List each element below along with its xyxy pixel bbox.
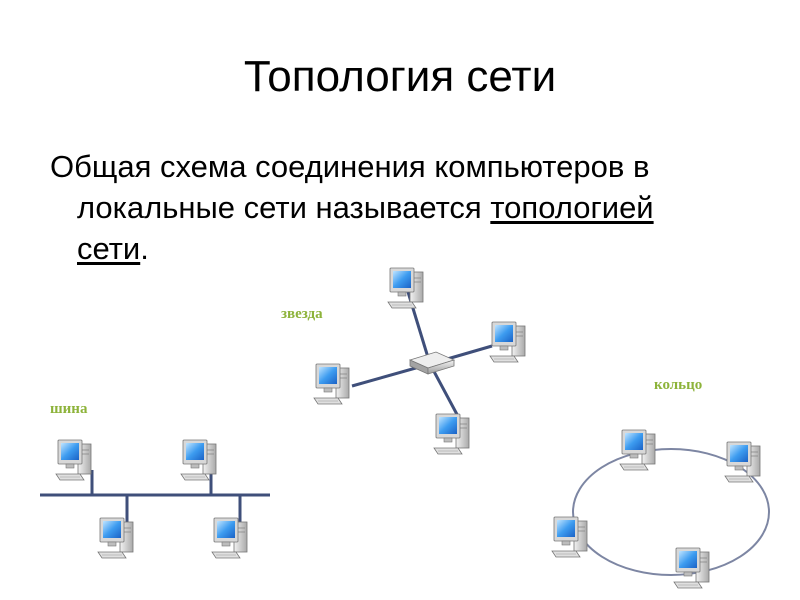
- computer-icon: [552, 517, 587, 557]
- computer-icon: [490, 322, 525, 362]
- computer-icon: [434, 414, 469, 454]
- ring-topology: [552, 430, 769, 588]
- computer-icon: [56, 440, 91, 480]
- computer-icon: [98, 518, 133, 558]
- computer-icon: [212, 518, 247, 558]
- computer-icon: [388, 268, 423, 308]
- hub-icon: [410, 352, 454, 374]
- computer-icon: [181, 440, 216, 480]
- bus-topology: [40, 440, 270, 558]
- star-topology: [314, 268, 525, 454]
- computer-icon: [620, 430, 655, 470]
- computer-icon: [725, 442, 760, 482]
- computer-icon: [314, 364, 349, 404]
- computer-icon: [674, 548, 709, 588]
